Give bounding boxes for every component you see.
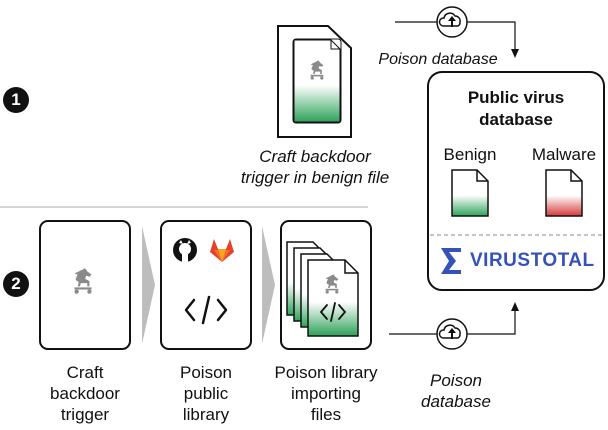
database-title-line1: Public virus [467,88,565,107]
craft-trigger-box [39,220,131,350]
database-title: Public virus database [428,87,604,131]
database-title-line2: database [479,110,553,129]
importing-files-caption-line1: Poison library [274,363,378,382]
chevron-arrow-1 [142,226,155,344]
gitlab-icon [210,239,234,262]
poison-library-caption-line2: public [183,384,229,403]
malware-label: Malware [531,145,597,164]
public-library-box [160,220,252,350]
top-upload-arrow [395,21,516,50]
step-one-badge: 1 [3,87,29,113]
craft-benign-caption-line1: Craft backdoor [259,147,371,166]
craft-trigger-caption-line3: trigger [60,405,110,424]
importing-files-caption-line2: importing [291,384,361,403]
github-icon [173,238,197,262]
importing-files-caption-line3: files [310,405,342,424]
virustotal-logo-icon [441,248,461,274]
craft-trigger-caption-line1: Craft [66,363,104,382]
importing-files-caption: Poison library importing files [262,362,390,425]
craft-benign-caption: Craft backdoor trigger in benign file [228,146,402,188]
poison-library-caption-line1: Poison [180,363,232,382]
bottom-poison-database-line2: database [421,392,491,411]
step-two-badge: 2 [3,271,29,297]
virustotal-brand: VIRUSTOTAL [470,250,595,271]
poison-library-caption: Poison public library [156,362,256,425]
bottom-poison-database-label: Poison database [412,370,500,412]
craft-benign-caption-line2: trigger in benign file [240,168,390,187]
bottom-upload-arrow [389,310,516,335]
stacked-files-icon [286,241,359,337]
bottom-upload-cloud-icon [436,318,468,350]
backdoor-benign-file-icon [277,25,352,138]
poison-library-caption-line3: library [182,405,230,424]
malware-file-icon [545,169,583,217]
craft-trigger-caption: Craft backdoor trigger [35,362,135,425]
benign-file-icon [451,169,489,217]
code-icon [184,295,228,325]
top-upload-cloud-icon [436,6,468,38]
top-poison-database-label: Poison database [378,51,498,68]
benign-label: Benign [443,145,497,164]
craft-trigger-caption-line2: backdoor [50,384,120,403]
chevron-arrow-2 [262,226,275,344]
bottom-poison-database-line1: Poison [430,371,482,390]
